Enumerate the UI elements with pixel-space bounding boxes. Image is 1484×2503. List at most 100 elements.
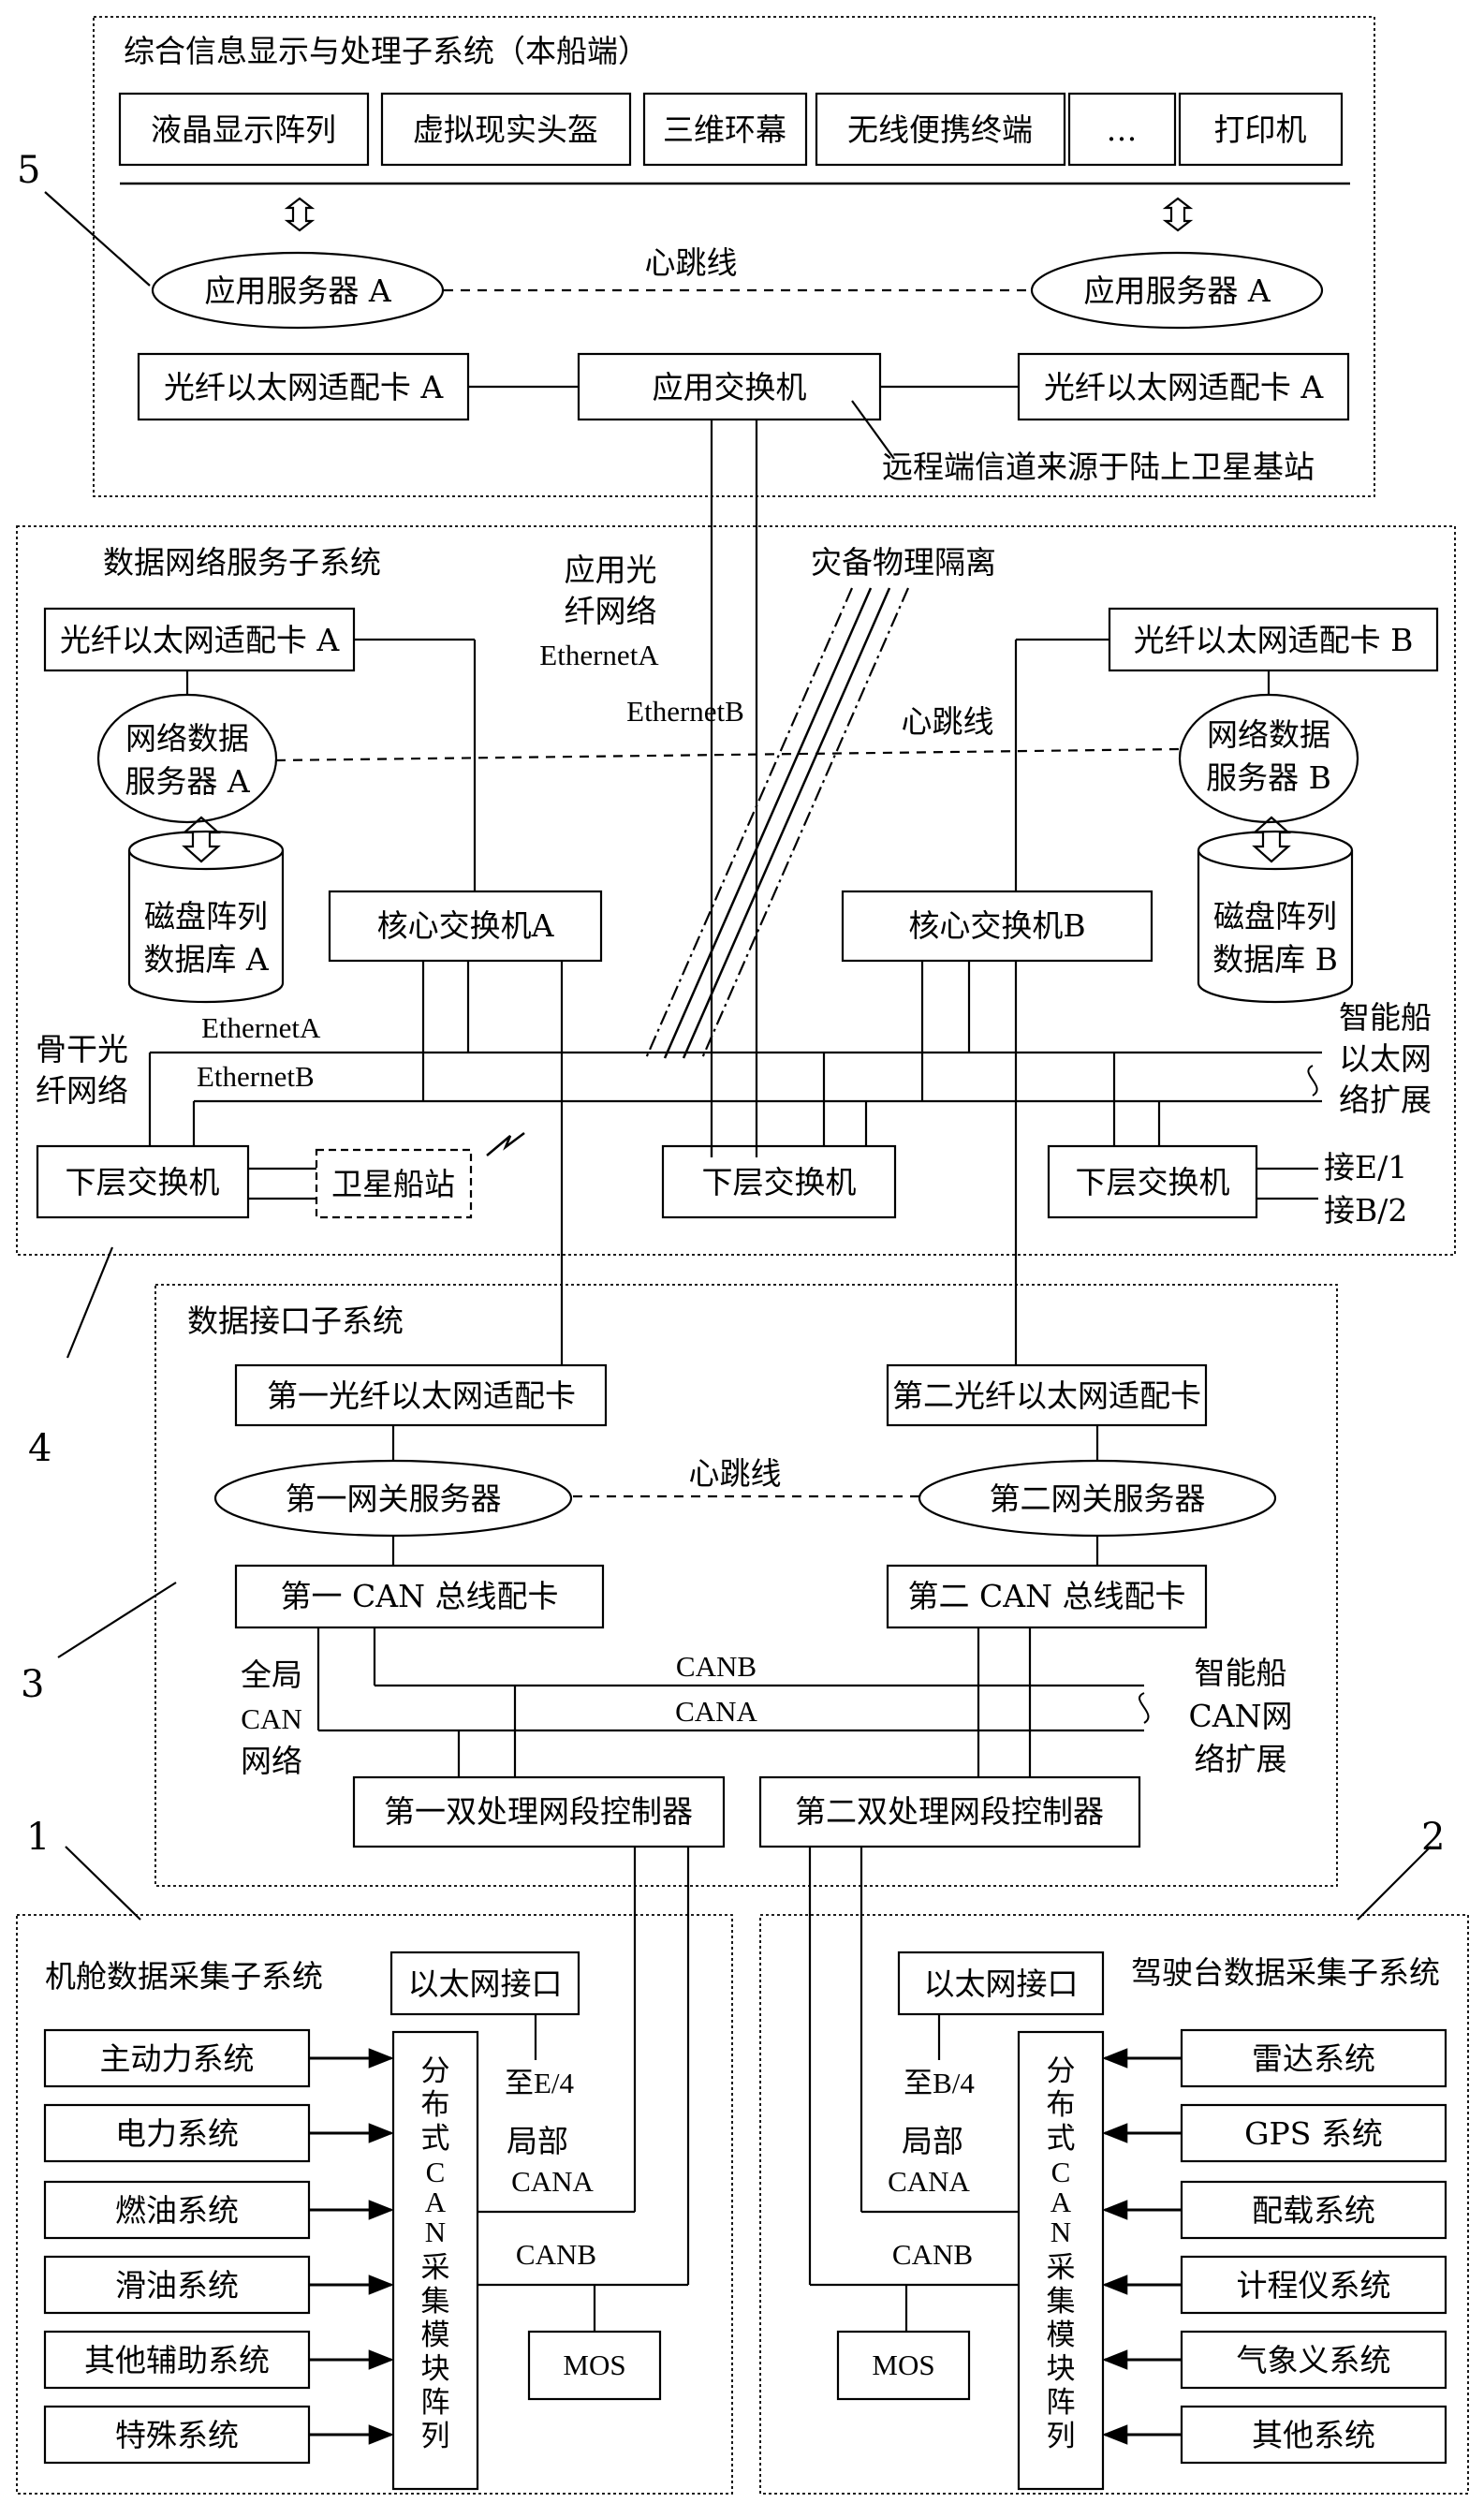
- svg-text:N: N: [1051, 2216, 1071, 2248]
- bridge-canb-label: CANB: [892, 2238, 973, 2271]
- disk-b-line2: 数据库 B: [1212, 941, 1338, 978]
- network-subsystem-frame: [16, 525, 1456, 1256]
- engine-ethernet-port-label: 以太网接口: [408, 1966, 563, 2002]
- app-switch-label: 应用交换机: [653, 369, 807, 405]
- ethernet-b-top-label: EthernetB: [626, 695, 744, 728]
- printer-box: [1178, 92, 1344, 167]
- connect-b2-label: 接B/2: [1324, 1192, 1407, 1229]
- adapter-2-label: 第二光纤以太网适配卡: [892, 1377, 1201, 1414]
- svg-text:块: 块: [1047, 2352, 1076, 2386]
- disk-a-cylinder: [127, 850, 285, 1004]
- svg-text:式: 式: [421, 2122, 450, 2156]
- adapter-1-label: 第一光纤以太网适配卡: [267, 1377, 576, 1414]
- double-arrow-icon: [182, 816, 221, 863]
- lightning-icon: [486, 1132, 525, 1156]
- bridge-system-2: 配载系统: [1252, 2192, 1375, 2229]
- segment-controller-2-label: 第二双处理网段控制器: [795, 1793, 1104, 1830]
- bridge-ethernet-port-label: 以太网接口: [924, 1966, 1079, 2002]
- lower-switch-2-box: [661, 1144, 897, 1219]
- app-server-left-ellipse: [151, 251, 445, 330]
- bridge-ethernet-port-box: [897, 1951, 1105, 2016]
- remote-note: 远程端信道来源于陆上卫星基站: [882, 449, 1315, 485]
- ethernet-a-label: EthernetA: [201, 1011, 321, 1044]
- backbone-line1: 骨干光: [36, 1031, 128, 1067]
- adapter-2-box: [886, 1363, 1208, 1427]
- svg-text:C: C: [1051, 2156, 1071, 2188]
- wireless-terminal-box: [815, 92, 1066, 167]
- bridge-system-5: 其他系统: [1252, 2417, 1375, 2453]
- svg-text:N: N: [425, 2216, 446, 2248]
- interface-subsystem-frame: [154, 1284, 1338, 1887]
- svg-text:A: A: [425, 2186, 447, 2218]
- satellite-station-box: [315, 1148, 473, 1219]
- disk-a-line1: 磁盘阵列: [144, 898, 268, 935]
- svg-text:阵: 阵: [421, 2386, 450, 2420]
- adapter-b-label: 光纤以太网适配卡 B: [1134, 622, 1414, 658]
- engine-system-3: 滑油系统: [115, 2267, 239, 2304]
- satellite-station-label: 卫星船站: [331, 1166, 455, 1202]
- bridge-system-4: 气象义系统: [1237, 2342, 1391, 2378]
- lcd-array-box: [118, 92, 370, 167]
- svg-text:列: 列: [421, 2420, 450, 2453]
- device-3d: 三维环幕: [663, 111, 786, 148]
- fiber-label-1: 应用光: [565, 552, 657, 588]
- svg-text:A: A: [1051, 2186, 1072, 2218]
- engine-system-4: 其他辅助系统: [84, 2342, 270, 2378]
- canb-label: CANB: [676, 1650, 757, 1683]
- double-arrow-icon: [1252, 816, 1291, 863]
- segment-controller-1-label: 第一双处理网段控制器: [384, 1793, 693, 1830]
- heartbeat-label: 心跳线: [689, 1455, 782, 1492]
- disk-b-line1: 磁盘阵列: [1213, 898, 1337, 935]
- bridge-subsystem-title: 驾驶台数据采集子系统: [1131, 1954, 1440, 1991]
- heartbeat-label: 心跳线: [902, 703, 994, 740]
- svg-text:模: 模: [421, 2319, 450, 2352]
- svg-text:集: 集: [421, 2285, 450, 2319]
- svg-text:C: C: [426, 2156, 446, 2188]
- callout-4: 4: [28, 1427, 51, 1470]
- network-server-a-ellipse: [96, 693, 278, 824]
- callout-2: 2: [1421, 1816, 1445, 1859]
- more-devices-box: [1067, 92, 1177, 167]
- bridge-system-1: GPS 系统: [1244, 2115, 1383, 2152]
- can-card-2-box: [886, 1564, 1208, 1629]
- svg-text:阵: 阵: [1047, 2386, 1076, 2420]
- adapter-1-box: [234, 1363, 608, 1427]
- engine-can-array-box: [391, 2030, 479, 2491]
- core-switch-b-label: 核心交换机B: [908, 907, 1085, 944]
- segment-controller-2-box: [758, 1775, 1141, 1848]
- app-server-right-ellipse: [1030, 251, 1324, 330]
- server-a-line2: 服务器 A: [125, 763, 250, 800]
- display-subsystem-title: 综合信息显示与处理子系统（本船端）: [124, 33, 649, 69]
- svg-text:式: 式: [1047, 2122, 1076, 2156]
- lower-switch-1-label: 下层交换机: [66, 1164, 220, 1200]
- adapter-right-label: 光纤以太网适配卡 A: [1044, 369, 1324, 405]
- svg-text:布: 布: [1047, 2088, 1076, 2122]
- engine-system-0: 主动力系统: [100, 2040, 255, 2077]
- can-card-1-label: 第一 CAN 总线配卡: [281, 1578, 559, 1614]
- bridge-system-boxes: [1180, 2028, 1447, 2465]
- can-ext-line3: 络扩展: [1195, 1741, 1287, 1777]
- engine-mos-label: MOS: [563, 2348, 625, 2381]
- svg-text:集: 集: [1047, 2285, 1076, 2319]
- svg-text:分: 分: [1047, 2054, 1076, 2088]
- core-switch-a-box: [328, 890, 603, 963]
- callout-5: 5: [17, 149, 40, 192]
- engine-system-boxes: [43, 2028, 311, 2465]
- svg-text:分: 分: [421, 2054, 450, 2088]
- svg-text:采: 采: [1047, 2251, 1076, 2285]
- adapter-left-label: 光纤以太网适配卡 A: [164, 369, 444, 405]
- svg-text:布: 布: [421, 2088, 450, 2122]
- display-subsystem-frame: [93, 16, 1375, 497]
- heartbeat-line: [275, 747, 1181, 762]
- can-card-1-box: [234, 1564, 605, 1629]
- connect-e1-label: 接E/1: [1324, 1149, 1407, 1185]
- device-vr: 虚拟现实头盔: [413, 111, 598, 148]
- heartbeat-label: 心跳线: [645, 244, 738, 281]
- bridge-mos-label: MOS: [872, 2348, 934, 2381]
- gateway-2-label: 第二网关服务器: [990, 1480, 1206, 1517]
- app-server-left: 应用服务器 A: [204, 272, 391, 309]
- isolation-label: 灾备物理隔离: [811, 544, 996, 581]
- engine-canb-label: CANB: [516, 2238, 596, 2271]
- segment-controller-1-box: [352, 1775, 726, 1848]
